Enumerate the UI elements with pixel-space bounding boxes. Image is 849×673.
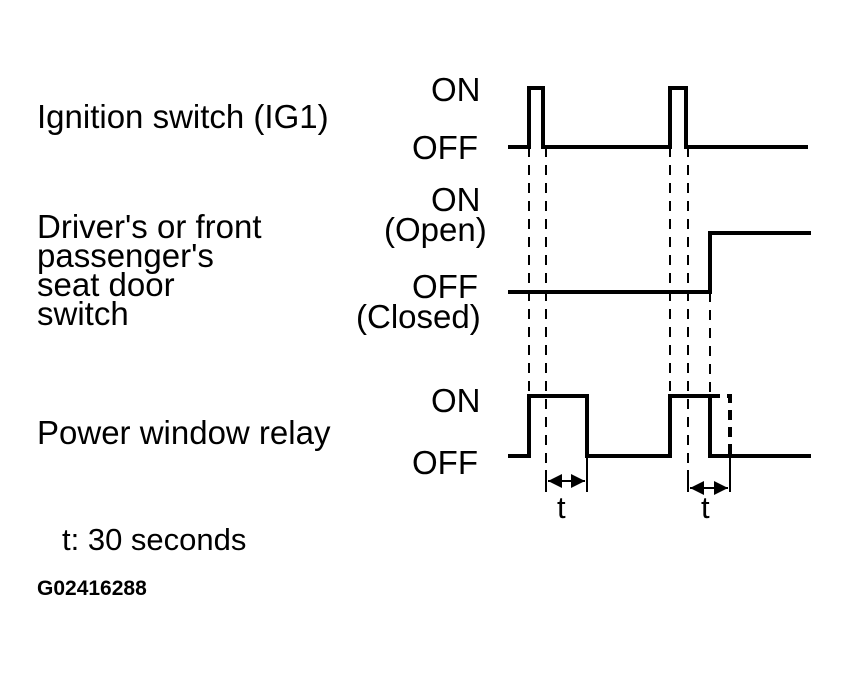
timing-label-2: t: [701, 490, 710, 525]
door-switch-label: Driver's or front passenger's seat door …: [37, 208, 262, 332]
door-on-label: ON: [431, 181, 481, 218]
timing-label-1: t: [557, 490, 566, 525]
relay-on-label: ON: [431, 382, 481, 419]
ignition-label: Ignition switch (IG1): [37, 98, 329, 135]
legend-text: t: 30 seconds: [62, 522, 247, 557]
figure-code: G02416288: [37, 577, 147, 600]
door-open-note: (Open): [384, 211, 487, 248]
ignition-waveform: [508, 86, 808, 149]
ignition-on-label: ON: [431, 71, 481, 108]
door-switch-waveform: [508, 231, 811, 294]
reference-lines: [528, 147, 711, 488]
timing-arrows: [545, 458, 731, 495]
relay-label: Power window relay: [37, 414, 331, 451]
relay-off-label: OFF: [412, 444, 478, 481]
relay-waveform: [508, 394, 811, 458]
door-off-label: OFF: [412, 268, 478, 305]
relay-extended-on-dashed: [710, 394, 732, 456]
ignition-off-label: OFF: [412, 129, 478, 166]
door-closed-note: (Closed): [356, 298, 481, 335]
